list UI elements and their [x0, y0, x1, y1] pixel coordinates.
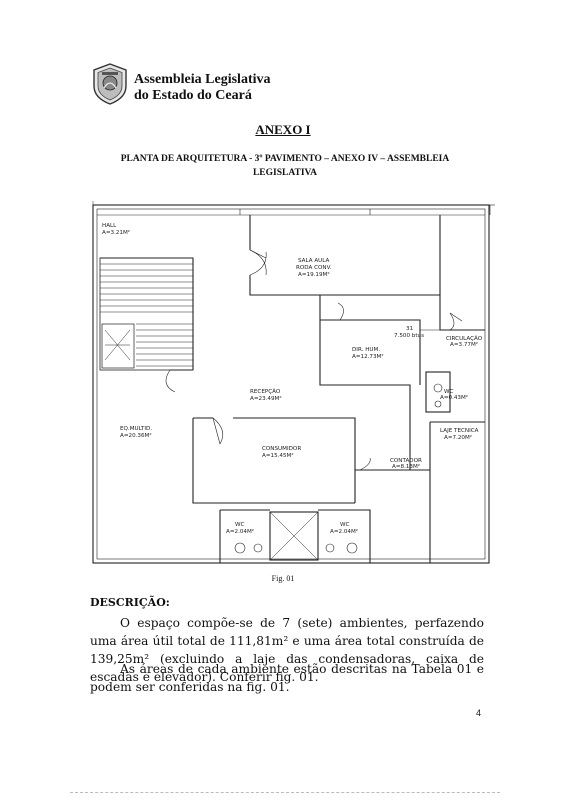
floor-plan-drawing: HALL A=3.21M² SALA AULA RODA CONV. A=19.… [92, 201, 495, 564]
footer-divider [70, 792, 500, 793]
room-label: SALA AULA [298, 258, 329, 264]
room-label: HALL [102, 223, 117, 229]
room-area: A=15.45M² [262, 452, 294, 459]
room-label: DIR. HUM. [352, 347, 380, 353]
ac-unit-number: 31 [406, 326, 414, 332]
plan-subtitle: PLANTA DE ARQUITETURA - 3º PAVIMENTO – A… [110, 152, 460, 180]
ac-unit-capacity: 7.500 btus [394, 333, 424, 339]
state-seal-icon [93, 63, 127, 105]
figure-caption: Fig. 01 [271, 574, 295, 583]
room-area: A=20.36M² [120, 432, 152, 439]
org-name-line2: do Estado do Ceará [134, 88, 252, 103]
room-label: WC [444, 389, 454, 395]
room-label: RECEPÇÃO [250, 388, 281, 395]
room-label: CIRCULAÇÃO [446, 335, 483, 342]
room-area: A=3.77M² [450, 341, 478, 348]
annex-title: ANEXO I [255, 122, 311, 137]
page-number: 4 [476, 708, 482, 718]
room-area: A=3.21M² [102, 229, 130, 236]
room-area: A=23.49M² [250, 395, 282, 402]
description-title: DESCRIÇÃO: [90, 596, 170, 609]
room-label: RODA CONV. [296, 265, 332, 271]
room-label: CONTADOR [390, 458, 422, 464]
paragraph: As áreas de cada ambiente estão descrita… [90, 662, 484, 694]
room-area: A=2.04M² [330, 528, 358, 535]
room-label: CONSUMIDOR [262, 446, 301, 452]
room-area: A=8.13M² [392, 463, 420, 470]
room-area: A=7.20M² [444, 434, 472, 441]
room-label: WC [340, 522, 350, 528]
room-label: LAJE TECNICA [440, 428, 479, 434]
room-label: WC [235, 522, 245, 528]
header: Assembleia Legislativa do Estado do Cear… [90, 62, 350, 112]
room-label: EQ.MULTID. [120, 426, 152, 432]
room-area: A=12.73M² [352, 353, 384, 360]
room-area: A=19.19M² [298, 271, 330, 278]
room-area: A=2.04M² [226, 528, 254, 535]
org-name-line1: Assembleia Legislativa [134, 72, 271, 87]
plan-subtitle-line1: PLANTA DE ARQUITETURA - 3º PAVIMENTO – A… [120, 154, 450, 164]
room-area: A=0.43M² [440, 394, 468, 401]
plan-subtitle-line2: LEGISLATIVA [252, 168, 318, 178]
paragraph: O espaço compõe-se de 7 (sete) ambientes… [90, 616, 484, 684]
floor-plan: HALL A=3.21M² SALA AULA RODA CONV. A=19.… [90, 200, 500, 572]
